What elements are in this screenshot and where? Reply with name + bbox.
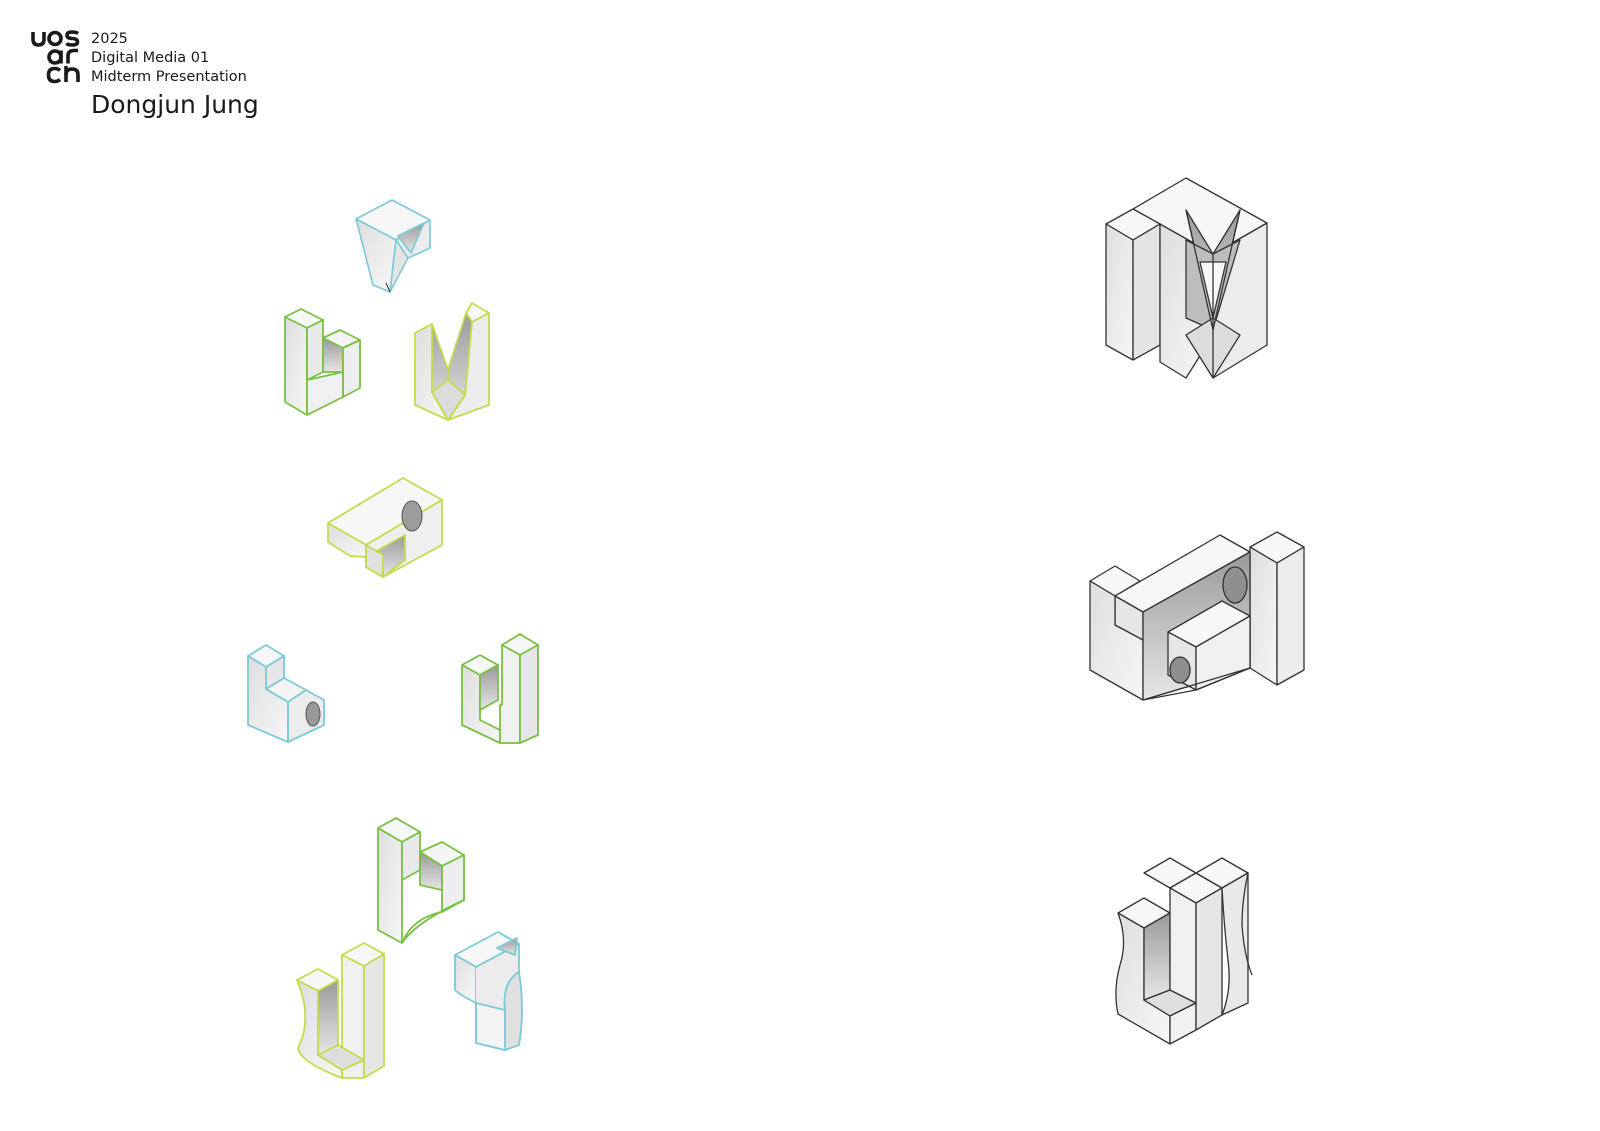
author-name: Dongjun Jung bbox=[91, 90, 259, 119]
assembled-form-cylindrical-cut bbox=[1089, 531, 1305, 701]
lime-bridge-piece bbox=[327, 477, 443, 578]
year-label: 2025 bbox=[91, 31, 128, 47]
assembled-form-triangular-cut bbox=[1105, 177, 1268, 379]
uos-arch-logo bbox=[31, 30, 80, 84]
event-label: Midterm Presentation bbox=[91, 69, 247, 85]
green-curved-l-piece bbox=[377, 817, 465, 944]
green-u-piece bbox=[461, 633, 539, 744]
logo-mark bbox=[31, 30, 80, 84]
header-block: 2025 Digital Media 01 Midterm Presentati… bbox=[91, 30, 259, 120]
assembled-form-curved-cut bbox=[1115, 857, 1253, 1045]
cyan-p-piece bbox=[355, 199, 431, 293]
course-label: Digital Media 01 bbox=[91, 50, 210, 66]
cyan-step-piece bbox=[247, 644, 325, 743]
lime-v-piece bbox=[414, 302, 490, 421]
cyan-curved-hook-piece bbox=[454, 931, 523, 1051]
green-l-piece bbox=[284, 308, 361, 416]
lime-curved-u-piece bbox=[296, 942, 385, 1079]
